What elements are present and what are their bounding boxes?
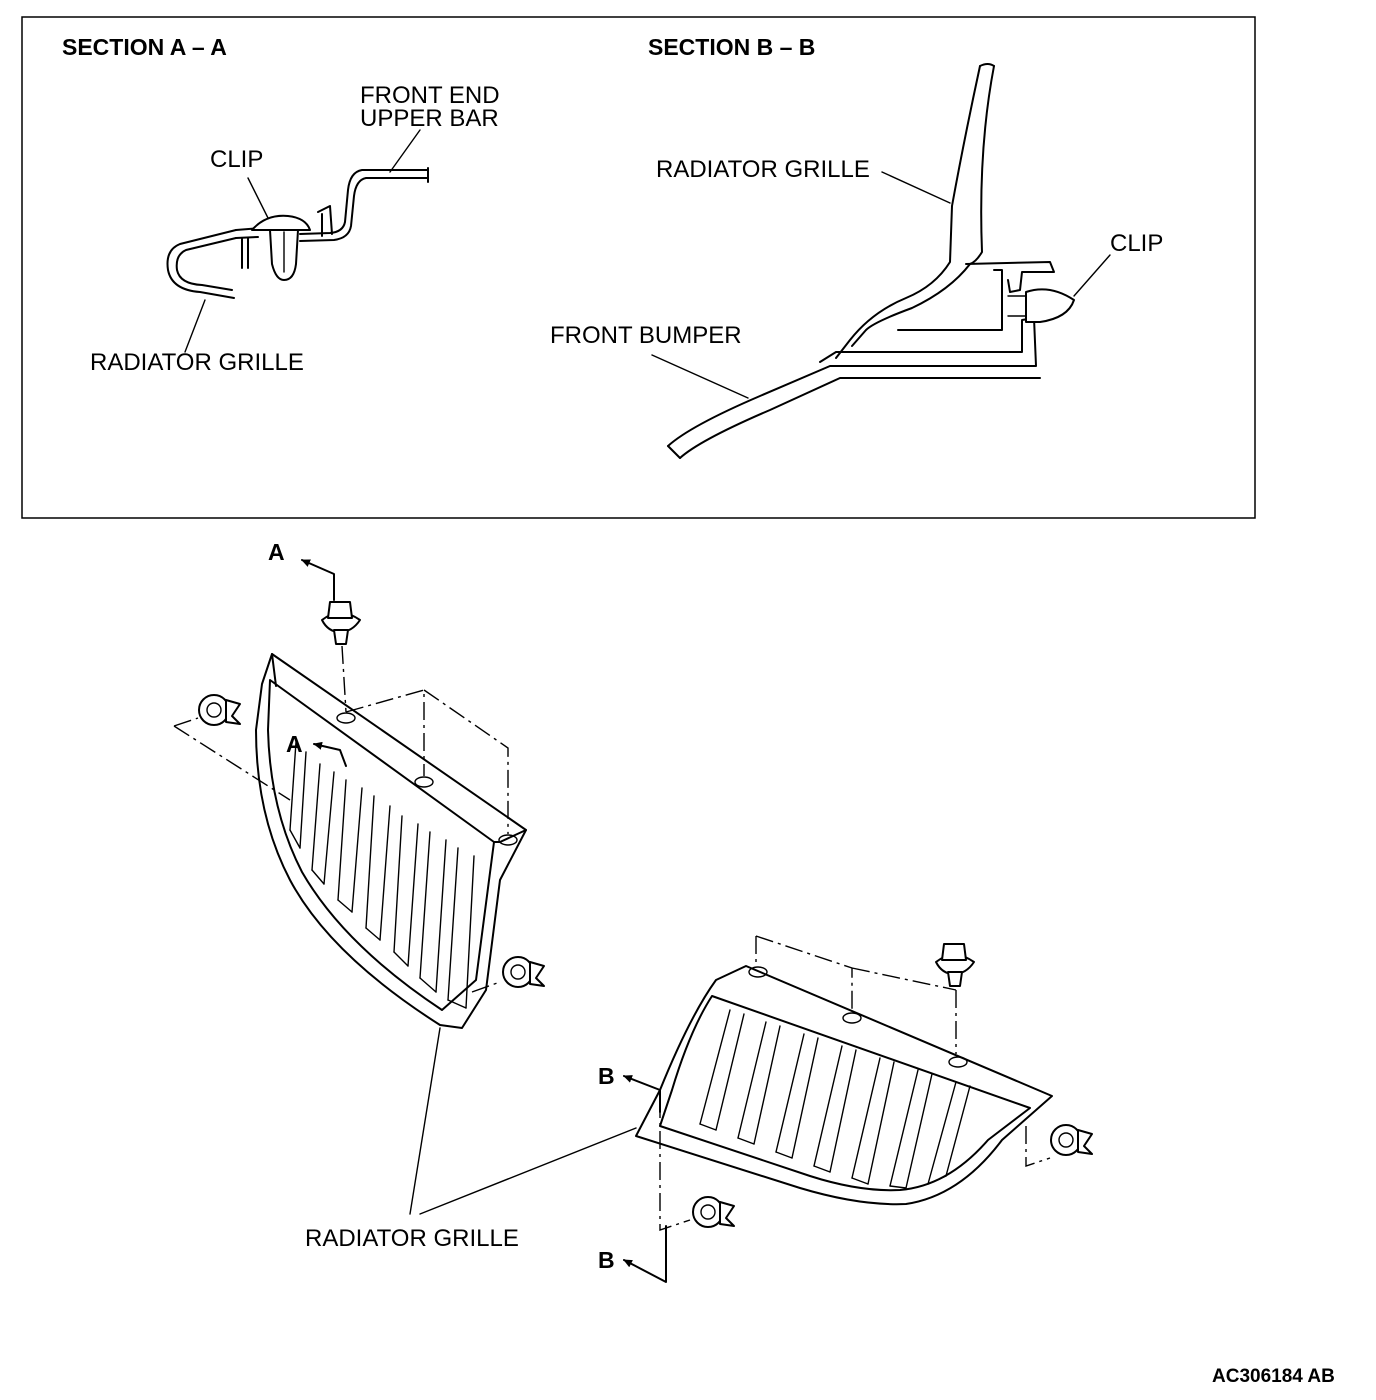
left-grille-frame (255, 653, 527, 1029)
section-a-front-end-leader (389, 129, 421, 173)
section-b-grille-leader (881, 171, 951, 204)
push-clip-right-bottom (692, 1196, 735, 1228)
section-b-bumper-leader (651, 354, 749, 399)
left-grille-hole-2 (414, 776, 434, 788)
right-grille-leader (419, 1127, 637, 1215)
section-a-grille-profile (166, 229, 237, 299)
right-grille-hole-1 (748, 966, 768, 978)
front-end-upper-bar (299, 169, 429, 235)
right-grille-louvers (699, 1009, 971, 1189)
section-b-title: SECTION B – B (648, 34, 815, 60)
main-radiator-grille-label: RADIATOR GRILLE (305, 1225, 519, 1252)
section-b-clip (1025, 288, 1075, 323)
section-marker-b-upper: B (598, 1063, 661, 1113)
left-grille-louvers (289, 741, 475, 1009)
marker-b-lower-label: B (598, 1247, 615, 1273)
section-a-front-end-label-line2: UPPER BAR (360, 105, 499, 132)
section-a-diagram: SECTION A – A FRONT END UPPER BAR CLIP R… (62, 34, 500, 376)
marker-b-upper-label: B (598, 1063, 615, 1089)
push-clip-left-upper (198, 694, 241, 726)
section-b-clip-leader (1073, 254, 1111, 297)
section-b-diagram: SECTION B – B RADIATOR GRILLE CLIP FRONT… (550, 34, 1163, 459)
marker-a-grille-label: A (286, 731, 303, 757)
left-grille-hole-1 (336, 712, 356, 724)
clip-bottom-right-top (935, 943, 975, 987)
push-clip-left-lower (502, 956, 545, 988)
push-clip-right-side (1050, 1124, 1093, 1156)
section-a-radiator-grille-label: RADIATOR GRILLE (90, 349, 304, 376)
section-a-clip-leader (247, 177, 269, 219)
right-grille-hole-2 (842, 1012, 862, 1024)
marker-a-top-label: A (268, 539, 285, 565)
section-inset-box (21, 16, 1256, 519)
section-marker-a-top: A (268, 539, 335, 601)
right-radiator-grille (635, 965, 1053, 1206)
left-grille-leader (409, 1027, 441, 1215)
section-b-front-bumper-label: FRONT BUMPER (550, 322, 742, 349)
section-marker-b-lower: B (598, 1225, 667, 1283)
section-a-title: SECTION A – A (62, 34, 227, 60)
right-grille-hole-3 (948, 1056, 968, 1068)
section-b-radiator-grille-label: RADIATOR GRILLE (656, 156, 870, 183)
alignment-lines (173, 645, 1051, 1231)
left-radiator-grille (255, 653, 527, 1029)
clip-top-left (321, 601, 361, 645)
section-marker-a-grille: A (286, 731, 347, 767)
section-a-front-end-label-line1: FRONT END (360, 82, 500, 109)
right-grille-frame (635, 965, 1053, 1206)
section-b-clip-label: CLIP (1110, 230, 1163, 257)
section-a-clip-label: CLIP (210, 146, 263, 173)
section-b-grille-profile (835, 65, 981, 359)
section-a-clip-head (251, 214, 311, 231)
figure-id: AC306184 AB (1212, 1366, 1335, 1387)
section-a-grille-leader (184, 299, 206, 353)
left-grille-hole-3 (498, 834, 518, 846)
